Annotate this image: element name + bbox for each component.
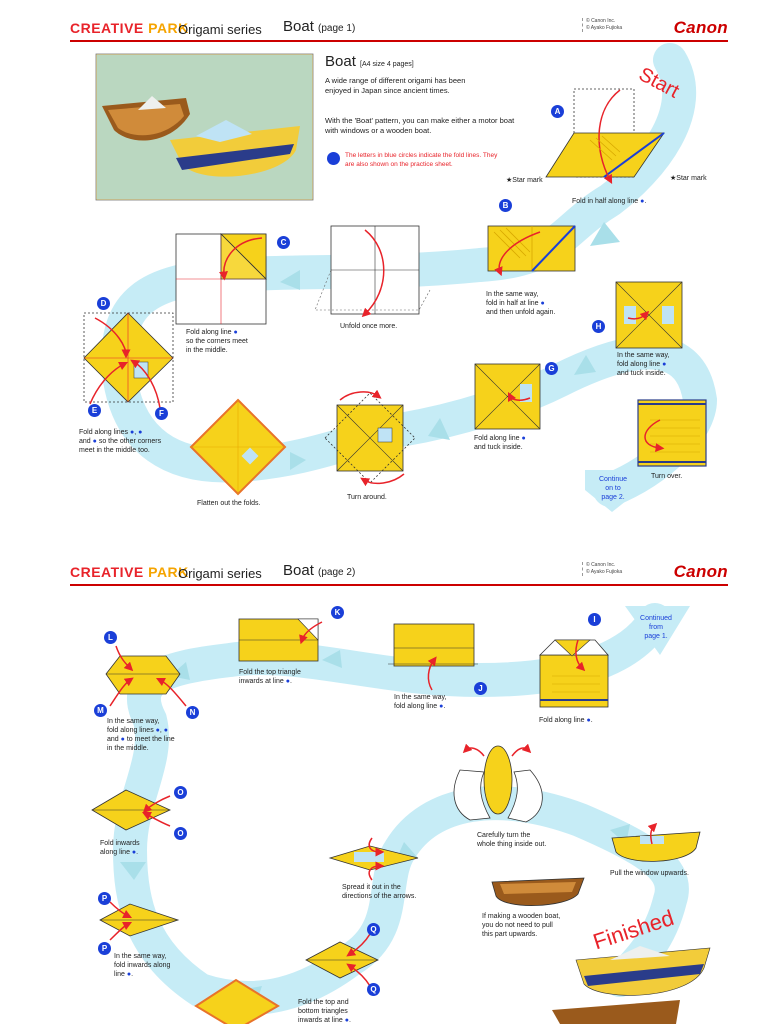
page-title: Boat (page 2) bbox=[283, 562, 356, 579]
label-l: L bbox=[104, 631, 117, 644]
intro-text-1: A wide range of different origami has be… bbox=[325, 76, 466, 95]
flow-path-2 bbox=[112, 603, 689, 1015]
step-lmn-diagram bbox=[105, 655, 181, 695]
label-m: M bbox=[94, 704, 107, 717]
step-a-text: Fold in half along line ●. bbox=[572, 198, 647, 205]
series-label: Origami series bbox=[178, 22, 262, 37]
label-f: F bbox=[155, 407, 168, 420]
step-b-diagram bbox=[487, 225, 576, 272]
creative-park-logo: CREATIVE PARK bbox=[70, 564, 189, 580]
star-mark-left: ★Star mark bbox=[506, 177, 543, 184]
step-turn-over-text: Turn over. bbox=[651, 473, 683, 480]
window-boat-diagram bbox=[611, 831, 701, 862]
creative-park-logo: CREATIVE PARK bbox=[70, 20, 189, 36]
label-j: J bbox=[474, 682, 487, 695]
copyright: © Canon Inc.© Ayako Fujioka bbox=[582, 562, 622, 576]
step-flatten-text: Flatten out the folds. bbox=[197, 500, 261, 507]
canon-logo: Canon bbox=[673, 18, 728, 37]
step-b-text: In the same way,fold in half at line ●an… bbox=[486, 291, 556, 316]
step-i-diagram bbox=[539, 654, 609, 708]
label-k: K bbox=[331, 606, 344, 619]
series-label: Origami series bbox=[178, 566, 262, 581]
step-window-text: Pull the window upwards. bbox=[610, 870, 689, 877]
step-i-text: Fold along line ●. bbox=[539, 717, 593, 724]
canon-logo: Canon bbox=[673, 562, 728, 581]
step-def-text: Fold along lines ●, ●and ● so the other … bbox=[79, 429, 162, 454]
label-o-top: O bbox=[174, 786, 187, 799]
label-b: B bbox=[499, 199, 512, 212]
boat-heading: Boat [A4 size 4 pages] bbox=[325, 53, 414, 70]
label-o-bottom: O bbox=[174, 827, 187, 840]
header-rule bbox=[70, 584, 728, 586]
step-unfold-text: Unfold once more. bbox=[340, 323, 398, 330]
step-j-text: In the same way,fold along line ●. bbox=[394, 694, 447, 710]
label-p-bottom: P bbox=[98, 942, 111, 955]
step-lmn-text: In the same way,fold along lines ●, ●and… bbox=[107, 718, 175, 752]
step-h-text: In the same way,fold along line ●and tuc… bbox=[617, 352, 670, 377]
note-text: The letters in blue circles indicate the… bbox=[345, 152, 498, 168]
page2-header: CREATIVE PARK Origami series Boat (page … bbox=[70, 562, 728, 586]
label-c: C bbox=[277, 236, 290, 249]
header-rule bbox=[70, 40, 728, 42]
step-j-diagram bbox=[393, 623, 475, 667]
star-mark-right: ★Star mark bbox=[670, 175, 707, 182]
label-g: G bbox=[545, 362, 558, 375]
label-e: E bbox=[88, 404, 101, 417]
step-turn-around-text: Turn around. bbox=[347, 494, 387, 501]
label-q-bottom: Q bbox=[367, 983, 380, 996]
blue-circle-icon bbox=[327, 152, 340, 165]
page-title: Boat (page 1) bbox=[283, 18, 356, 35]
label-i: I bbox=[588, 613, 601, 626]
label-n: N bbox=[186, 706, 199, 719]
step-wooden-text: If making a wooden boat,you do not need … bbox=[482, 913, 561, 938]
label-a: A bbox=[551, 105, 564, 118]
step-g-text: Fold along line ●and tuck inside. bbox=[474, 435, 526, 451]
copyright: © Canon Inc.© Ayako Fujioka bbox=[582, 18, 622, 32]
label-p-top: P bbox=[98, 892, 111, 905]
label-q-top: Q bbox=[367, 923, 380, 936]
label-d: D bbox=[97, 297, 110, 310]
turn-inside-out-diagram bbox=[483, 745, 513, 815]
page1-header: CREATIVE PARK Origami series Boat (page … bbox=[70, 18, 728, 42]
label-h: H bbox=[592, 320, 605, 333]
turn-over-diagram bbox=[637, 399, 707, 467]
intro-text-2: With the 'Boat' pattern, you can make ei… bbox=[325, 116, 515, 135]
